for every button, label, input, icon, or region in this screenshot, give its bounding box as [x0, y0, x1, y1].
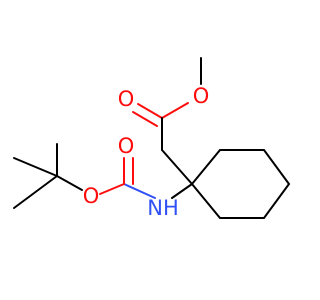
molecule-structure: O O O O NH	[13, 57, 291, 220]
bond-ch2-quaternary	[161, 149, 193, 185]
bond-carbamate-c-o	[99, 183, 125, 195]
cyclohexane-ring	[190, 149, 291, 219]
atom-carbamate-ether-o: O	[83, 184, 100, 208]
bond-ester-o-c	[161, 102, 189, 119]
bond-quaternary-n	[171, 183, 193, 199]
atom-amine-nh: NH	[147, 196, 179, 220]
bond-o-tert-c	[56, 175, 83, 191]
atom-carbamate-carbonyl-o: O	[118, 134, 135, 158]
bond-ester-c-double-o-1	[137, 103, 163, 119]
atom-ester-ether-o: O	[193, 84, 210, 108]
bond-tert-methyl-bottom	[13, 175, 58, 209]
bond-tert-methyl-left	[13, 157, 58, 177]
atom-ester-carbonyl-o: O	[118, 87, 135, 111]
bond-ester-c-double-o-2	[132, 111, 158, 127]
bond-n-carbamate-c	[123, 183, 156, 199]
